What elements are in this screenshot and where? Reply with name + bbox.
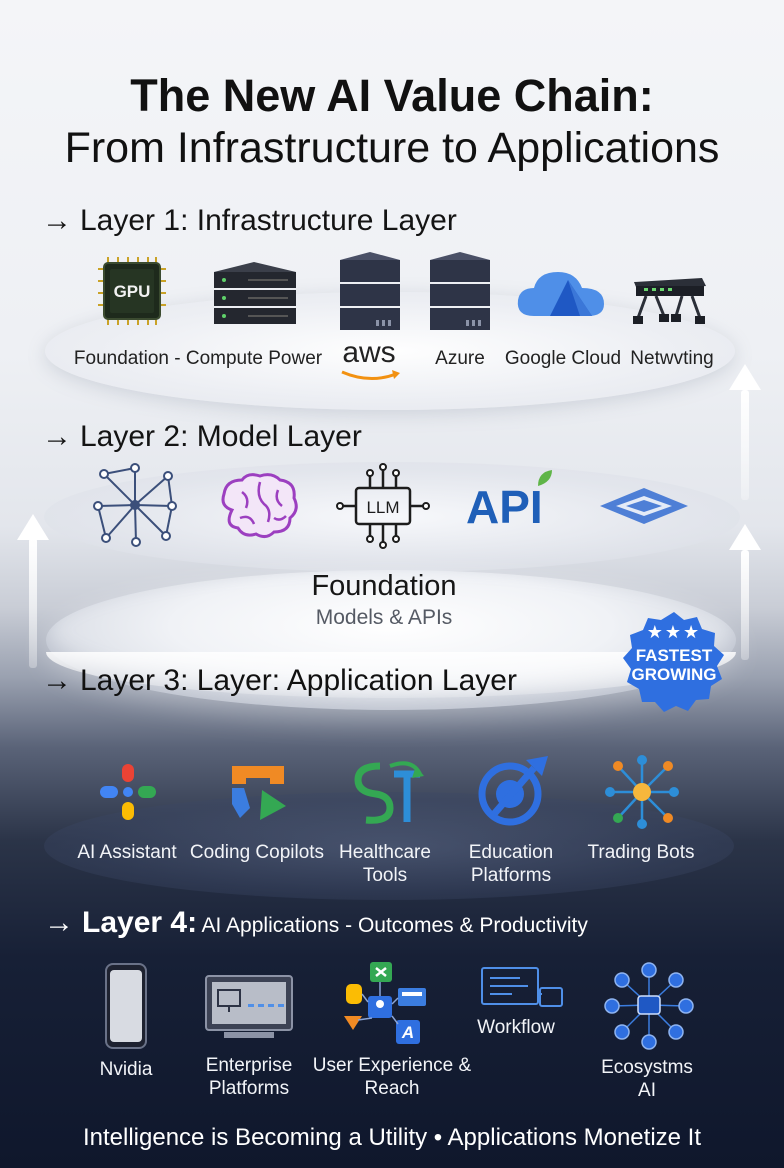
layer1-label-google-cloud: Google Cloud xyxy=(504,348,622,369)
right-upper-arrow-head xyxy=(729,364,761,390)
badge-line-2: GROWING xyxy=(631,665,717,684)
healthcare-icon xyxy=(354,761,424,824)
svg-text:A: A xyxy=(401,1023,414,1042)
aws-logo-text: aws xyxy=(342,336,396,369)
layer3-label-coding-copilots: Coding Copilots xyxy=(189,842,325,863)
smartphone-icon xyxy=(105,963,147,1049)
google-cloud-icon xyxy=(517,272,604,316)
trading-bot-icon xyxy=(605,755,679,829)
platform-title: Foundation xyxy=(311,570,457,602)
llm-chip-text: LLM xyxy=(366,498,399,517)
layer3-heading: →Layer 3: Layer: Application Layer xyxy=(42,664,517,697)
ai-assistant-icon xyxy=(100,764,156,820)
layer2-heading-text: Layer 2: Model Layer xyxy=(80,420,362,453)
right-lower-arrow-shaft xyxy=(741,550,749,660)
workflow-icon xyxy=(481,967,563,1007)
fastest-growing-badge xyxy=(623,612,724,712)
layer2-heading: →Layer 2: Model Layer xyxy=(42,420,362,453)
right-lower-arrow-head xyxy=(729,524,761,550)
layer1-heading: →Layer 1: Infrastructure Layer xyxy=(42,204,457,237)
layer1-label-azure: Azure xyxy=(435,348,485,369)
aws-smile-icon xyxy=(341,370,400,380)
network-switch-icon xyxy=(633,278,706,324)
layer4-heading-bold: Layer 4: xyxy=(82,906,198,939)
server-tower-icon xyxy=(340,252,400,330)
left-arrow-head xyxy=(17,514,49,540)
enterprise-monitor-icon xyxy=(205,975,293,1038)
layer4-heading-arrow: → xyxy=(44,906,74,939)
layer1-heading-text: Layer 1: Infrastructure Layer xyxy=(80,204,457,237)
layer1-label-compute: Foundation - Compute Power xyxy=(73,348,323,369)
user-experience-icon: A xyxy=(344,962,426,1044)
layer2-disc xyxy=(44,462,740,572)
ecosystem-icon xyxy=(604,962,694,1050)
right-upper-arrow-shaft xyxy=(741,390,749,500)
brain-icon xyxy=(221,473,298,539)
api-icon: API xyxy=(466,481,543,533)
footer-tagline: Intelligence is Becoming a Utility • App… xyxy=(82,1124,702,1151)
title-line-1: The New AI Value Chain: xyxy=(130,70,654,121)
gpu-chip-text: GPU xyxy=(114,282,151,301)
layer3-label-education: Education Platforms xyxy=(468,842,554,886)
layer4-heading: →Layer 4: AI Applications - Outcomes & P… xyxy=(44,906,588,940)
badge-line-1: FASTEST xyxy=(635,646,713,665)
gpu-chip-icon: GPU xyxy=(98,257,166,325)
layer3-label-trading-bots: Trading Bots xyxy=(587,842,695,863)
server-tower-2-icon xyxy=(430,252,490,330)
layer1-label-networking: Netwvting xyxy=(630,348,714,369)
layers-stack-icon xyxy=(600,488,688,524)
education-icon xyxy=(478,756,548,826)
badge-stars: ★★★ xyxy=(646,622,702,642)
api-leaf-icon xyxy=(538,470,552,486)
layer4-label-nvidia: Nvidia xyxy=(99,1059,153,1080)
layer4-label-ecosystems: Ecosystms AI xyxy=(601,1057,693,1101)
llm-chip-icon: LLM xyxy=(336,463,430,549)
neural-network-icon xyxy=(93,463,177,547)
coding-copilot-icon xyxy=(232,766,286,820)
layer3-heading-text: Layer 3: Layer: Application Layer xyxy=(80,664,517,697)
left-arrow-shaft xyxy=(29,538,37,668)
layer3-label-ai-assistant: AI Assistant xyxy=(77,842,177,863)
layer4-label-enterprise: Enterprise Platforms xyxy=(205,1055,293,1099)
layer3-label-healthcare: Healthcare Tools xyxy=(339,842,431,886)
layer4-heading-rest: AI Applications - Outcomes & Productivit… xyxy=(201,914,588,937)
platform-subtitle: Models & APIs xyxy=(315,606,453,629)
layer4-label-workflow: Workflow xyxy=(477,1017,555,1038)
server-rack-icon xyxy=(214,262,296,324)
layer4-label-user-experience: User Experience & Reach xyxy=(312,1055,472,1099)
title-line-2: From Infrastructure to Applications xyxy=(64,124,720,172)
